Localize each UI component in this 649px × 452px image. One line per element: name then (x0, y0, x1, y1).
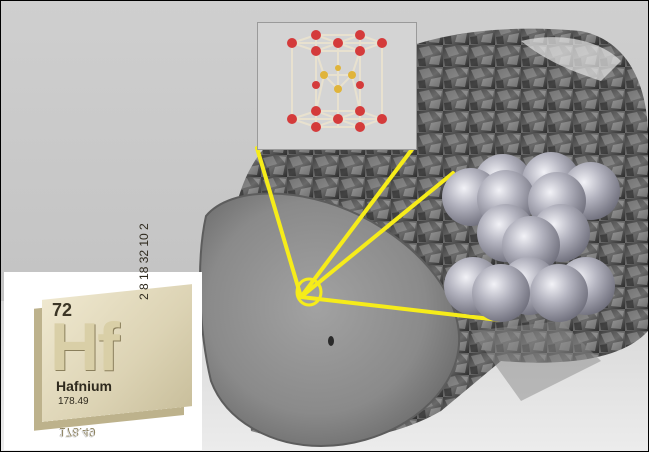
element-symbol: Hf (50, 309, 120, 385)
tile-reflection: 178.49 (58, 426, 95, 440)
crystal-structure-inset (257, 22, 417, 150)
hexagonal-crystal-model-icon (258, 23, 416, 149)
cut-face (199, 192, 461, 448)
crystal-highlight (521, 37, 621, 81)
cut-face-pit (328, 336, 334, 346)
crystal-lower-facets (471, 321, 601, 401)
atomic-mass: 178.49 (58, 396, 89, 407)
element-name: Hafnium (56, 378, 112, 394)
electron-shells: 2 8 18 32 10 2 (137, 223, 151, 300)
periodic-element-tile-icon (4, 272, 202, 450)
close-packed-spheres-icon (442, 152, 620, 322)
atomic-number: 72 (52, 300, 73, 320)
highlight-lines (255, 146, 501, 322)
